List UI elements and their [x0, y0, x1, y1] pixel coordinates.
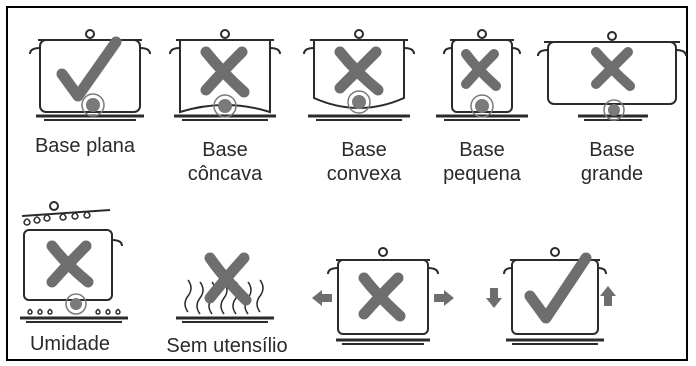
arrow-right-icon — [434, 290, 454, 306]
cross-icon — [358, 272, 406, 322]
panel-base-concava: Base côncava — [169, 22, 290, 192]
arrow-left-icon — [312, 290, 332, 306]
empty-burner-icon — [176, 252, 274, 323]
panel-sem-utensilio: Sem utensílio — [152, 248, 302, 360]
panel-umidade: Umidade — [14, 200, 134, 360]
water-drops-icon — [23, 211, 91, 226]
panel-base-convexa: Base convexa — [303, 22, 424, 192]
cross-icon — [200, 46, 250, 98]
cross-icon — [591, 47, 635, 91]
centered-pot-icon — [486, 247, 616, 345]
arrow-up-icon — [600, 286, 616, 306]
label-umidade: Umidade — [29, 333, 111, 355]
label-base-pequena: Base pequena — [443, 139, 521, 185]
concave-base-pot-icon — [169, 29, 281, 121]
small-base-pot-icon — [436, 29, 528, 121]
panel-pot-centered — [482, 234, 622, 354]
label-base-grande: Base grande — [580, 139, 644, 185]
cross-icon — [204, 252, 252, 306]
wet-pot-icon — [20, 201, 128, 323]
check-icon — [524, 252, 592, 324]
convex-base-pot-icon — [303, 29, 415, 121]
cookware-guide-panel: Base plana Base côncava — [6, 6, 688, 361]
panel-base-pequena: Base pequena — [432, 22, 532, 192]
cross-icon — [461, 49, 501, 91]
cross-icon — [334, 46, 384, 96]
off-center-pot-icon — [312, 247, 454, 345]
panel-pot-off-center — [308, 234, 458, 354]
cross-icon — [46, 240, 94, 288]
label-base-plana: Base plana — [34, 135, 136, 157]
large-base-pot-icon — [537, 31, 687, 121]
flat-base-pot-icon — [29, 29, 151, 121]
label-base-convexa: Base convexa — [326, 139, 402, 185]
label-sem-utensilio: Sem utensílio — [166, 335, 288, 357]
panel-base-grande: Base grande — [537, 22, 687, 192]
arrow-down-icon — [486, 288, 502, 308]
panel-base-plana: Base plana — [29, 22, 160, 172]
check-icon — [56, 36, 122, 102]
label-base-concava: Base côncava — [187, 139, 263, 185]
